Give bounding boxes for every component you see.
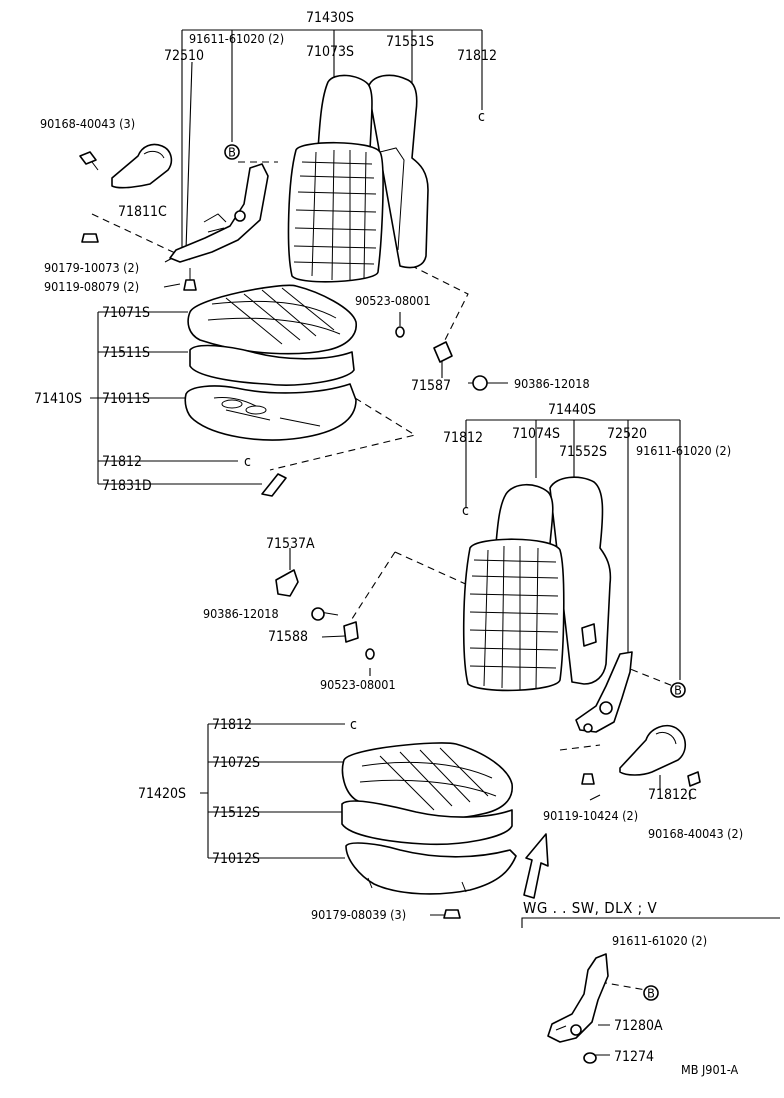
hinge-71588	[343, 621, 359, 643]
clip-marker-2: c	[244, 454, 251, 470]
recliner-bracket-72520	[575, 651, 633, 733]
front-seat-back-lower	[462, 476, 612, 692]
recliner-bracket-72510	[169, 163, 269, 263]
label-90168-40043-b: 90168-40043 (2)	[648, 826, 743, 841]
variant-bracket	[547, 953, 609, 1043]
nut-90179-08039	[443, 909, 461, 919]
label-71537A: 71537A	[266, 536, 315, 552]
nut-90386-12018-a	[472, 375, 488, 391]
label-71511S: 71511S	[102, 345, 150, 361]
front-seat-back-upper	[287, 74, 429, 283]
leader-lines	[90, 29, 780, 1056]
label-90386-12018-b: 90386-12018	[203, 606, 279, 621]
label-71420S: 71420S	[138, 786, 186, 802]
bolt-90119-10424	[581, 773, 595, 785]
clip-marker-3: c	[462, 503, 469, 519]
hinge-71587	[433, 341, 453, 363]
label-90119-08079: 90119-08079 (2)	[44, 279, 139, 294]
label-90168-40043-a: 90168-40043 (3)	[40, 116, 135, 131]
front-seat-cushion-upper	[184, 284, 357, 441]
bolt-marker-1: B	[224, 144, 240, 160]
bolt-90168-40043-a	[79, 151, 99, 171]
label-71071S: 71071S	[102, 305, 150, 321]
svg-text:B: B	[228, 145, 236, 160]
label-90179-10073: 90179-10073 (2)	[44, 260, 139, 275]
nut-90386-12018-b	[311, 607, 325, 621]
label-71012S: 71012S	[212, 851, 260, 867]
label-72520: 72520	[607, 426, 647, 442]
front-seat-cushion-lower	[341, 742, 517, 895]
label-71811C: 71811C	[118, 204, 167, 220]
bolt-90168-40043-b	[687, 771, 701, 787]
label-91611-61020-a: 91611-61020 (2)	[189, 31, 284, 46]
label-71812-c: 71812	[102, 454, 142, 470]
label-90179-08039: 90179-08039 (3)	[311, 907, 406, 922]
label-71430S: 71430S	[306, 10, 354, 26]
label-71274: 71274	[614, 1049, 654, 1065]
bracket-71537A	[275, 569, 299, 597]
cover-71811C	[111, 143, 173, 189]
clip-90523-08001-a	[395, 326, 405, 338]
label-71440S: 71440S	[548, 402, 596, 418]
label-90523-08001-b: 90523-08001	[320, 677, 396, 692]
bolt-marker-3: B	[643, 985, 659, 1001]
trim-71831D	[261, 473, 287, 497]
clip-90523-08001-b	[365, 648, 375, 660]
label-72510: 72510	[164, 48, 204, 64]
label-71280A: 71280A	[614, 1018, 663, 1034]
label-71812-b: 71812	[443, 430, 483, 446]
label-91611-61020-c: 91611-61020 (2)	[612, 933, 707, 948]
clip-marker-4: c	[350, 717, 357, 733]
bolt-marker-2: B	[670, 682, 686, 698]
label-71812-a: 71812	[457, 48, 497, 64]
label-71588: 71588	[268, 629, 308, 645]
cover-71812C	[619, 724, 687, 776]
label-91611-61020-b: 91611-61020 (2)	[636, 443, 731, 458]
label-71512S: 71512S	[212, 805, 260, 821]
svg-text:B: B	[647, 986, 655, 1001]
label-71410S: 71410S	[34, 391, 82, 407]
variant-arrow	[523, 833, 549, 899]
label-90523-08001-a: 90523-08001	[355, 293, 431, 308]
label-71073S: 71073S	[306, 44, 354, 60]
label-71072S: 71072S	[212, 755, 260, 771]
label-71551S: 71551S	[386, 34, 434, 50]
label-71552S: 71552S	[559, 444, 607, 460]
label-71812C: 71812C	[648, 787, 697, 803]
diagram-code: MB J901-A	[681, 1062, 739, 1077]
clip-marker-1: c	[478, 109, 485, 125]
variant-caption: WG . . SW, DLX ; V	[523, 899, 657, 917]
label-71831D: 71831D	[102, 478, 152, 494]
nut-90179-10073	[81, 233, 99, 243]
label-71011S: 71011S	[102, 391, 150, 407]
part-labels: 71430S 91611-61020 (2) 71073S 71551S 725…	[34, 10, 743, 1077]
bushing-71274	[583, 1052, 597, 1064]
bolt-90119-08079	[183, 268, 197, 291]
label-71587: 71587	[411, 378, 451, 394]
label-90386-12018-a: 90386-12018	[514, 376, 590, 391]
label-71812-d: 71812	[212, 717, 252, 733]
svg-text:B: B	[674, 683, 682, 698]
label-71074S: 71074S	[512, 426, 560, 442]
label-90119-10424: 90119-10424 (2)	[543, 808, 638, 823]
